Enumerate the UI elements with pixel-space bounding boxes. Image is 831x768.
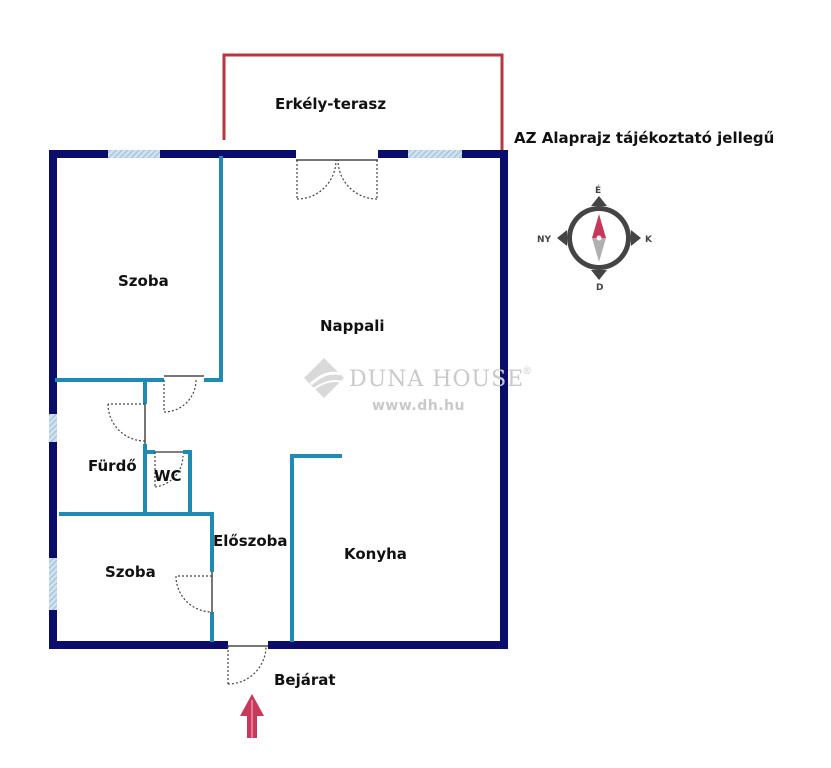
label-wc: WC [154,467,182,485]
bedroom-door-swing [163,379,197,413]
bath-door-swing [107,403,146,442]
label-entrance: Bejárat [274,671,336,689]
label-bedroom-bottom: Szoba [105,563,156,581]
watermark-url: www.dh.hu [372,398,465,414]
outer-wall [49,150,508,649]
balcony-railing [222,53,504,150]
compass-rose-icon [557,196,641,280]
window-left-bathroom [49,414,57,442]
balcony-double-door [296,159,378,200]
label-kitchen: Konyha [344,545,407,563]
compass-north-label: É [595,184,601,196]
label-living-room: Nappali [320,317,385,335]
window-left-bedroom [49,558,57,610]
watermark-registered-mark: ® [522,366,533,377]
bedroom-door-opening [164,376,204,384]
window-top-left [108,150,160,158]
duna-house-logo-icon [304,358,344,398]
balcony-door-opening [296,150,378,158]
entrance-door-swing [227,645,267,685]
lower-bedroom-door-swing [175,575,213,613]
duna-house-watermark: DUNA HOUSE ® www.dh.hu [304,358,533,414]
label-bathroom: Fürdő [88,457,137,475]
wc-door-swing [154,452,184,488]
compass-south-label: D [596,283,603,293]
label-hallway: Előszoba [213,532,288,550]
compass-east-label: K [645,235,653,245]
entrance-arrow-icon [240,694,264,738]
window-top-right [408,150,462,158]
disclaimer-note: AZ Alaprajz tájékoztató jellegű [514,129,774,147]
label-bedroom-top: Szoba [118,272,169,290]
entrance-opening [228,640,268,649]
compass-west-label: NY [537,235,552,245]
watermark-name: DUNA HOUSE [349,367,524,392]
label-balcony: Erkély-terasz [275,95,386,113]
interior-walls [55,156,342,642]
